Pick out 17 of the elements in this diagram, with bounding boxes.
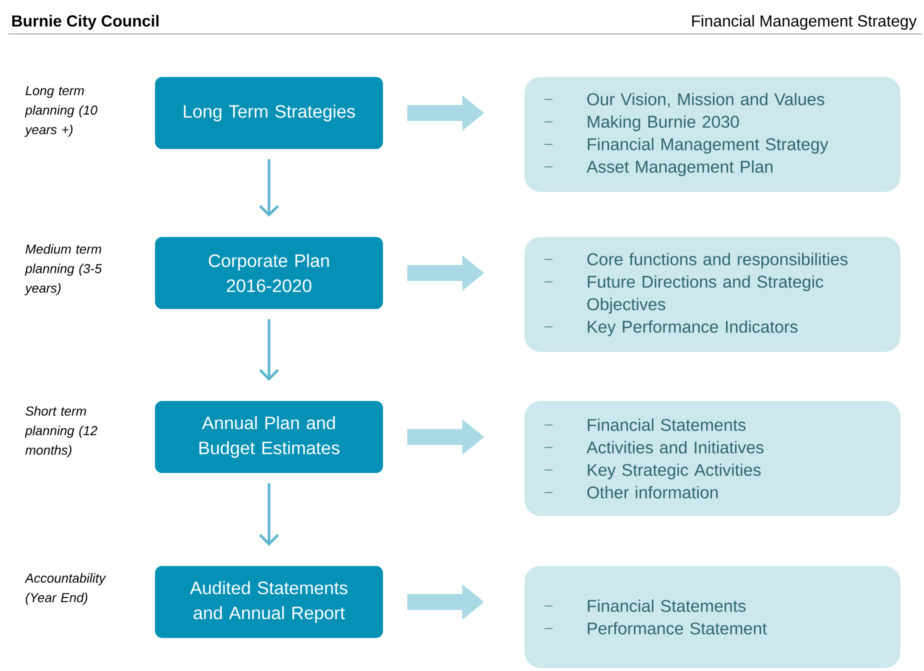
arrow: [259, 319, 279, 381]
header-title: Financial Management Strategy: [692, 14, 917, 30]
process-box: Corporate Plan 2016-2020: [155, 236, 383, 309]
timeframe-label: Long term planning (10 years +): [24, 86, 98, 137]
timeframe-label: Accountability (Year End): [24, 573, 106, 605]
process-box: Audited Statements and Annual Report: [155, 566, 383, 638]
content-box: Financial Statements Performance Statement: [524, 566, 900, 668]
content-box: Financial Statements Activities and Initiatives Key Strategic Activities Other information: [524, 400, 900, 516]
process-box: Long Term Strategies: [155, 77, 383, 149]
header-title: Burnie City Council: [12, 14, 159, 30]
timeframe-label: Short term planning (12 months): [24, 406, 98, 458]
process-box: Annual Plan and Budget Estimates: [155, 400, 383, 473]
content-box: Core functions and responsibilities Future Directions and Strategic Objectives Key Performance Indicators: [524, 236, 900, 352]
arrow: [259, 483, 279, 546]
timeframe-label: Medium term planning (3-5 years): [24, 244, 102, 296]
content-box: Our Vision, Mission and Values Making Burnie 2030 Financial Management Strategy Asset Management Plan: [524, 77, 900, 192]
arrow: [259, 159, 279, 217]
